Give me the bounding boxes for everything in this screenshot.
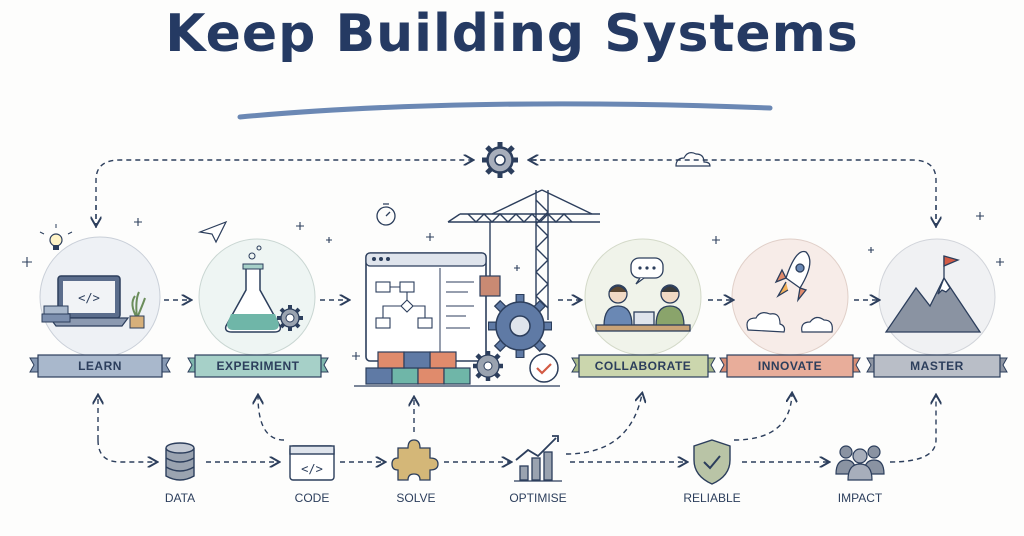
lightbulb-icon: [39, 224, 73, 250]
building-blocks: [365, 351, 471, 385]
stage-label-master: MASTER: [910, 359, 964, 373]
experiment-banner: EXPERIMENT: [187, 354, 329, 378]
step-label-reliable: RELIABLE: [683, 491, 740, 505]
step-label-solve: SOLVE: [396, 491, 435, 505]
sparkle-decorations: [22, 212, 1004, 360]
step-label-data: DATA: [165, 491, 195, 505]
people-chat-icon: [595, 284, 691, 332]
crane-icon: [447, 189, 600, 320]
stage-label-collaborate: COLLABORATE: [595, 359, 692, 373]
stage-master: MASTER: [866, 238, 1008, 378]
gear-icon: [482, 142, 518, 178]
innovate-banner: INNOVATE: [719, 354, 861, 378]
check-badge-icon: [529, 353, 559, 383]
database-icon: [165, 442, 195, 481]
step-label-impact: IMPACT: [838, 491, 883, 505]
stage-label-learn: LEARN: [78, 359, 122, 373]
cloud-icon: [675, 152, 711, 167]
bottom-connectors: [98, 394, 936, 462]
step-label-optimise: OPTIMISE: [509, 491, 566, 505]
shield-check-icon: [693, 439, 731, 485]
puzzle-icon: [391, 439, 439, 481]
top-loop-connector: [96, 160, 936, 228]
paper-plane-icon: [197, 220, 228, 244]
rocket-icon: [774, 250, 811, 303]
svg-text:</>: </>: [78, 291, 100, 305]
stopwatch-icon: [376, 203, 396, 226]
stage-learn: </> LEARN: [29, 224, 171, 378]
laptop-code-icon: </>: [41, 275, 146, 329]
gear-icon: [488, 294, 552, 358]
crane-load-block: [479, 275, 501, 297]
gear-icon: [277, 305, 303, 331]
stage-collaborate: COLLABORATE: [571, 238, 716, 378]
code-window-icon: </>: [289, 445, 335, 481]
stage-label-innovate: INNOVATE: [758, 359, 822, 373]
team-icon: [835, 445, 885, 481]
page-title: Keep Building Systems: [165, 4, 859, 64]
collaborate-banner: COLLABORATE: [571, 354, 716, 378]
gear-icon: [473, 351, 503, 381]
title-underline: [237, 101, 773, 120]
stage-build: [354, 189, 600, 387]
learn-banner: LEARN: [29, 354, 171, 378]
cloud-puffs: [746, 312, 833, 333]
master-banner: MASTER: [866, 354, 1008, 378]
stage-innovate: INNOVATE: [719, 238, 861, 378]
flask-icon: [224, 245, 282, 333]
blueprint-window: [365, 252, 487, 362]
trending-chart-icon: [514, 435, 562, 482]
stage-experiment: EXPERIMENT: [187, 220, 329, 378]
svg-text:</>: </>: [301, 462, 323, 476]
chat-bubble-icon: [630, 257, 664, 285]
bottom-labels: DATA CODE SOLVE OPTIMISE RELIABLE IMPACT: [165, 491, 883, 505]
stage-label-experiment: EXPERIMENT: [216, 359, 299, 373]
step-label-code: CODE: [295, 491, 330, 505]
mountain-flag-icon: [884, 255, 982, 333]
